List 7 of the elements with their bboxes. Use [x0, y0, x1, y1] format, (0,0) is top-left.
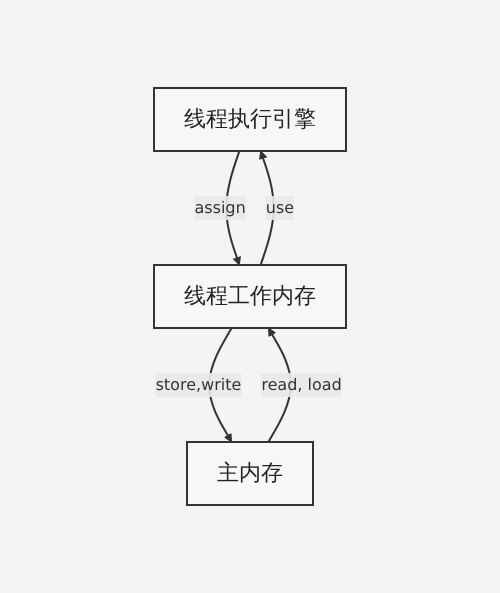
edge-label: use: [266, 198, 294, 217]
node-box: 线程工作内存: [153, 264, 347, 329]
node-box: 线程执行引擎: [153, 87, 347, 152]
node-box: 主内存: [186, 441, 314, 506]
edge-label: store,write: [156, 375, 242, 394]
edge-label: read, load: [261, 375, 342, 394]
edge-label: assign: [194, 198, 246, 217]
